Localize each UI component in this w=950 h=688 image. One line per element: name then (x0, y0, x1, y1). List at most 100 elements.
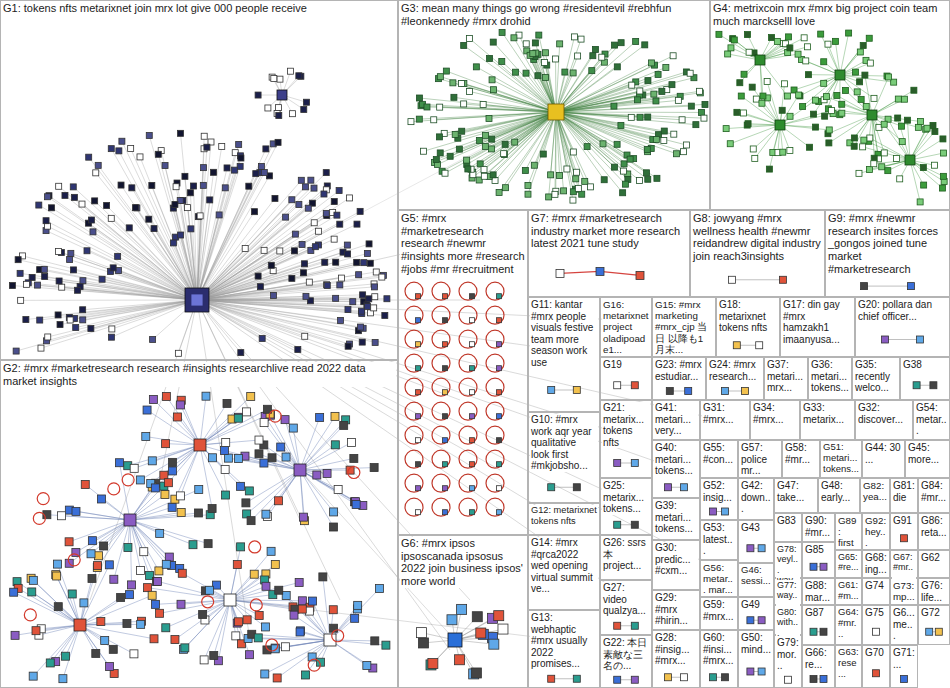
tie-line (62, 516, 130, 520)
vertex-icon (926, 628, 933, 635)
vertex-icon (275, 139, 281, 145)
vertex-icon (675, 97, 681, 103)
tie-line (140, 157, 197, 300)
vertex-icon (168, 503, 176, 511)
self-loop (459, 498, 477, 516)
group-label: G19 (602, 359, 623, 371)
vertex-icon (204, 144, 210, 150)
vertex-icon (10, 588, 18, 596)
self-loop (486, 330, 504, 348)
tie-line (69, 300, 197, 318)
vertex-icon (596, 267, 604, 275)
vertex-icon (553, 56, 559, 62)
tie-line (56, 575, 80, 625)
vertex-icon (333, 295, 339, 301)
vertex-icon (88, 574, 96, 582)
vertex-icon (747, 545, 754, 552)
vertex-icon (710, 508, 717, 515)
vertex-icon (92, 649, 100, 657)
vertex-icon (548, 172, 554, 178)
vertex-icon (747, 668, 754, 675)
tie-line (197, 211, 360, 300)
vertex-icon (68, 250, 74, 256)
vertex-icon (263, 146, 269, 152)
vertex-icon (233, 561, 241, 569)
vertex-icon (271, 560, 279, 568)
vertex-icon (476, 137, 482, 143)
vertex-icon (443, 414, 448, 419)
tie-line (600, 271, 640, 275)
vertex-icon (614, 521, 621, 528)
vertex-icon (295, 346, 301, 352)
self-loop (405, 378, 423, 396)
vertex-icon (496, 189, 502, 195)
vertex-icon (443, 318, 448, 323)
tie-line (435, 112, 556, 162)
group-label: G27: video qualzya... (602, 582, 650, 617)
vertex-icon (124, 544, 132, 552)
tie-line (780, 111, 831, 125)
group-label: G44: 30 ... (864, 442, 903, 465)
vertex-icon (254, 634, 262, 642)
self-loop (432, 282, 450, 300)
vertex-icon (697, 88, 703, 94)
tie-line (90, 300, 197, 600)
vertex-icon (316, 414, 324, 422)
vertex-icon (340, 421, 348, 429)
vertex-icon (261, 247, 267, 253)
group-label: G6... me... (892, 607, 916, 642)
vertex-icon (737, 80, 743, 86)
tie-line (528, 112, 556, 194)
vertex-icon (858, 96, 864, 102)
group-label: G76: life... (920, 580, 948, 603)
group-box: G12: metarixnet tokens nfts (528, 503, 600, 535)
vertex-icon (382, 312, 388, 318)
tie-line (16, 300, 197, 351)
vertex-icon (473, 64, 479, 70)
vertex-icon (821, 59, 827, 65)
vertex-icon (701, 115, 707, 121)
vertex-icon (18, 297, 24, 303)
group-label: G41: metari... very... (654, 402, 698, 437)
group-label: G8: jowyang #mrx wellness health #newmr … (692, 212, 823, 263)
vertex-icon (494, 611, 504, 621)
vertex-icon (665, 484, 672, 491)
self-loop (405, 498, 423, 516)
vertex-icon (242, 499, 250, 507)
vertex-icon (312, 244, 318, 250)
vertex-icon (416, 95, 422, 101)
self-loop (24, 609, 36, 621)
vertex-icon (221, 466, 229, 474)
vertex-icon (105, 561, 113, 569)
group-label: G55: #con... (702, 442, 736, 465)
self-loop (432, 402, 450, 420)
vertex-icon (276, 113, 282, 119)
vertex-icon (24, 281, 30, 287)
tie-line (480, 112, 556, 164)
vertex-icon (294, 464, 306, 476)
tie-line (130, 520, 150, 575)
vertex-icon (614, 676, 621, 683)
vertex-icon (71, 194, 77, 200)
vertex-icon (323, 469, 331, 477)
vertex-icon (498, 624, 508, 634)
tie-line (58, 300, 197, 315)
tie-line (197, 215, 337, 300)
vertex-icon (614, 382, 621, 389)
group-label: G92: hey... (864, 515, 888, 549)
group-label: G80: with... (776, 607, 800, 638)
vertex-icon (178, 232, 184, 238)
group-box: G33: metarix... (800, 400, 855, 440)
vertex-icon (784, 93, 790, 99)
vertex-icon (110, 575, 118, 583)
vertex-icon (299, 241, 305, 247)
tie-line (197, 244, 369, 300)
vertex-icon (23, 317, 29, 323)
tie-line (69, 520, 130, 563)
tie-line (83, 281, 197, 300)
vertex-icon (17, 270, 23, 276)
vertex-icon (688, 103, 694, 109)
group-label: G87 (804, 607, 825, 619)
vertex-icon (631, 676, 638, 683)
vertex-icon (290, 611, 298, 619)
